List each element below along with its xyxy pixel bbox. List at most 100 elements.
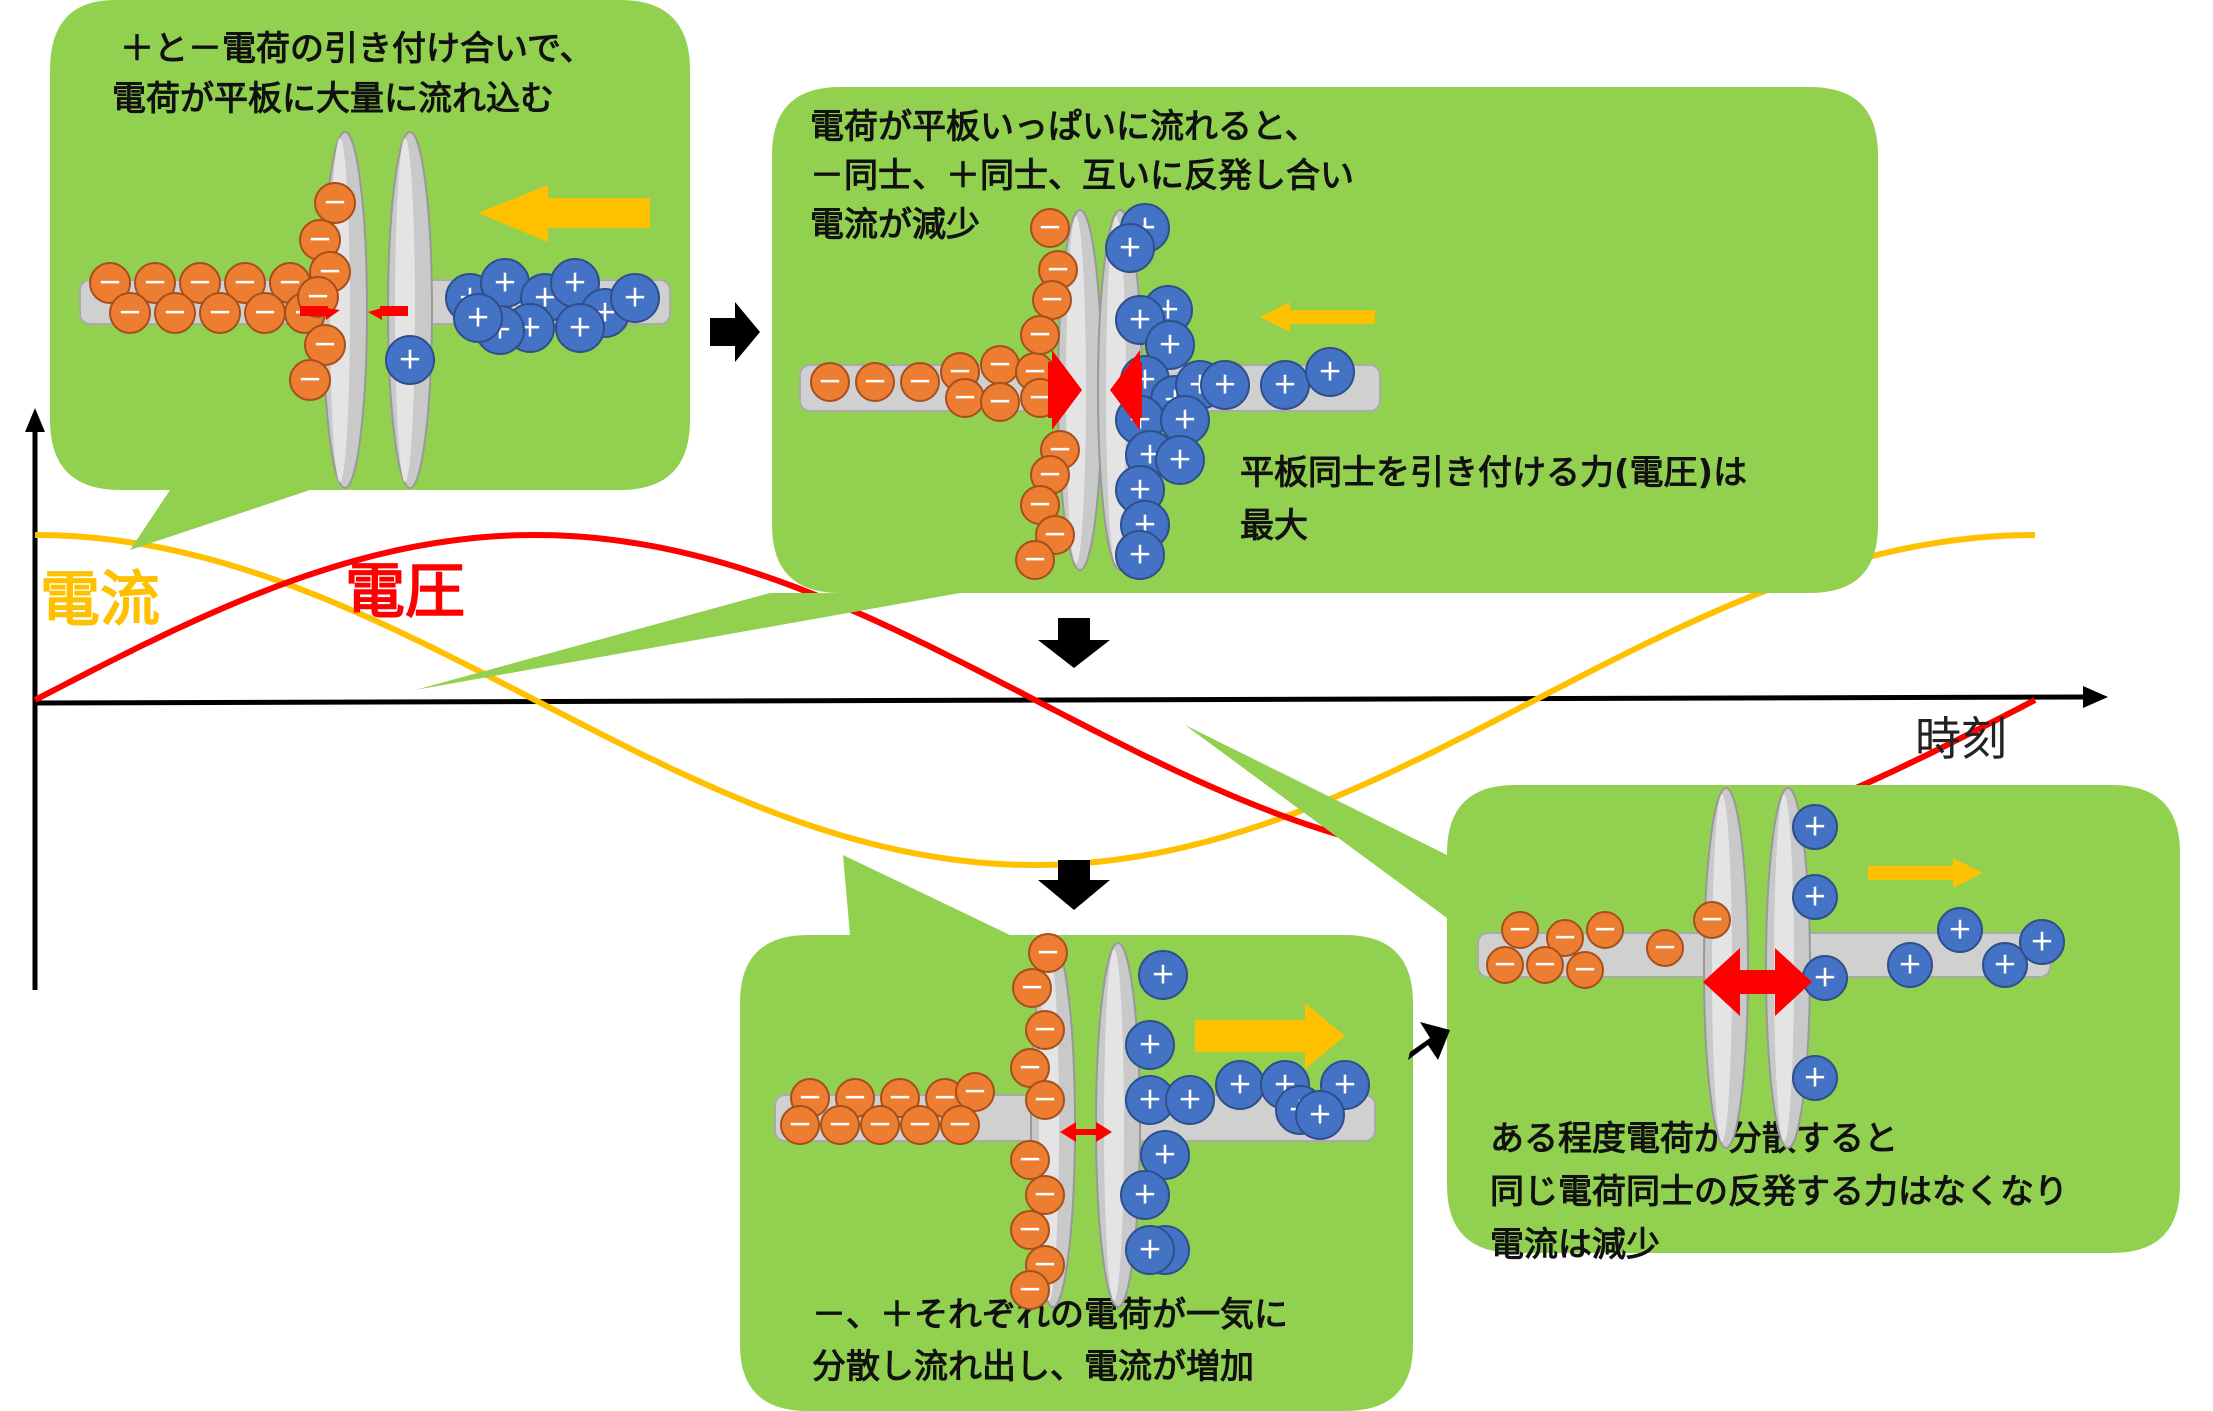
- panel-2-line-2: －同士、＋同士、互いに反発し合い: [810, 156, 1354, 196]
- positive-charge: ＋: [2019, 919, 2065, 965]
- panel-2-attraction-arrows: [1048, 350, 1142, 430]
- negative-charge: －: [1586, 911, 1624, 949]
- negative-charge: －: [1646, 929, 1684, 967]
- panel-3-current-arrow: [1195, 1003, 1345, 1069]
- negative-charge: －: [1020, 315, 1060, 355]
- svg-text:＋: ＋: [1168, 446, 1192, 474]
- svg-text:－: －: [253, 299, 277, 327]
- negative-charge: －: [1025, 1010, 1065, 1050]
- svg-text:＋: ＋: [1118, 234, 1142, 262]
- svg-text:＋: ＋: [1128, 306, 1152, 334]
- svg-text:－: －: [1593, 916, 1617, 944]
- positive-charge: ＋: [1200, 360, 1250, 410]
- panel-1-line-1: ＋と－電荷の引き付け合いで、: [120, 29, 594, 69]
- svg-text:－: －: [1033, 1086, 1057, 1114]
- negative-charge: －: [304, 324, 346, 366]
- svg-text:－: －: [988, 388, 1012, 416]
- positive-charge: ＋: [610, 273, 660, 323]
- positive-charge: ＋: [1802, 955, 1848, 1001]
- svg-text:＋: ＋: [1993, 951, 2017, 979]
- negative-charge: －: [1015, 540, 1055, 580]
- panel-1: ＋と－電荷の引き付け合いで、 電荷が平板に大量に流れ込む －－－－－－－－－－－…: [50, 0, 690, 550]
- panel-4-charges: －－－－－－－－＋＋＋＋＋＋＋＋: [1486, 804, 2065, 1101]
- svg-text:－: －: [1028, 321, 1052, 349]
- negative-charge: －: [810, 362, 850, 402]
- panel-2: 電荷が平板いっぱいに流れると、 －同士、＋同士、互いに反発し合い 電流が減少 平…: [415, 87, 1878, 690]
- negative-charge: －: [900, 1105, 940, 1145]
- negative-charge: －: [289, 359, 331, 401]
- svg-text:－: －: [1533, 951, 1557, 979]
- positive-charge: ＋: [1295, 1090, 1345, 1140]
- positive-charge: ＋: [555, 303, 605, 353]
- negative-charge: －: [1546, 919, 1584, 957]
- svg-text:＋: ＋: [493, 269, 517, 297]
- negative-charge: －: [820, 1105, 860, 1145]
- svg-text:＋: ＋: [1173, 406, 1197, 434]
- svg-text:＋: ＋: [1133, 1181, 1157, 1209]
- negative-charge: －: [224, 262, 266, 304]
- negative-charge: －: [1020, 485, 1060, 525]
- negative-charge: －: [244, 292, 286, 334]
- svg-text:－: －: [1023, 546, 1047, 574]
- positive-charge: ＋: [1125, 1225, 1175, 1275]
- panel-3-double-arrow: [1060, 1122, 1112, 1142]
- negative-charge: －: [860, 1105, 900, 1145]
- svg-text:－: －: [118, 299, 142, 327]
- panel-3-charges: －－－－－－－－－－－－－－－－－－－－＋＋＋＋＋＋＋＋＋＋＋＋＋: [780, 933, 1370, 1310]
- svg-text:＋: ＋: [1138, 1236, 1162, 1264]
- svg-text:＋: ＋: [1151, 961, 1175, 989]
- svg-text:＋: ＋: [1228, 1071, 1252, 1099]
- positive-charge: ＋: [1260, 360, 1310, 410]
- negative-charge: －: [1030, 208, 1070, 248]
- negative-charge: －: [1486, 946, 1524, 984]
- negative-charge: －: [1025, 1175, 1065, 1215]
- svg-text:－: －: [1038, 214, 1062, 242]
- time-label: 時刻: [1915, 712, 2007, 766]
- negative-charge: －: [199, 292, 241, 334]
- svg-text:－: －: [233, 269, 257, 297]
- svg-text:－: －: [1033, 1016, 1057, 1044]
- negative-charge: －: [955, 1072, 995, 1112]
- current-label: 電流: [40, 565, 160, 635]
- positive-charge: ＋: [1165, 1075, 1215, 1125]
- panel-4-double-arrow: [1703, 948, 1812, 1016]
- negative-charge: －: [1025, 1080, 1065, 1120]
- svg-text:－: －: [988, 351, 1012, 379]
- svg-text:＋: ＋: [1948, 916, 1972, 944]
- svg-text:－: －: [1018, 1146, 1042, 1174]
- negative-charge: －: [1693, 901, 1731, 939]
- negative-charge: －: [1012, 968, 1052, 1008]
- svg-text:－: －: [1040, 286, 1064, 314]
- svg-text:＋: ＋: [1138, 1031, 1162, 1059]
- svg-text:－: －: [308, 226, 332, 254]
- svg-text:＋: ＋: [1153, 1141, 1177, 1169]
- svg-text:－: －: [868, 1111, 892, 1139]
- svg-text:－: －: [1036, 939, 1060, 967]
- positive-charge: ＋: [480, 258, 530, 308]
- negative-charge: －: [1032, 280, 1072, 320]
- svg-text:－: －: [1018, 1054, 1042, 1082]
- panel-2-note-2: 最大: [1240, 506, 1308, 546]
- svg-text:＋: ＋: [398, 346, 422, 374]
- flow-arrow-down-1: [1038, 618, 1110, 668]
- svg-text:＋: ＋: [623, 284, 647, 312]
- negative-charge: －: [1566, 951, 1604, 989]
- negative-charge: －: [1526, 946, 1564, 984]
- svg-text:＋: ＋: [2030, 928, 2054, 956]
- svg-text:－: －: [1493, 951, 1517, 979]
- negative-charge: －: [314, 182, 356, 224]
- negative-charge: －: [1501, 911, 1539, 949]
- panel-3: －、＋それぞれの電荷が一気に 分散し流れ出し、電流が増加 －－－－－－－－－－－…: [740, 855, 1413, 1411]
- positive-charge: ＋: [1982, 942, 2028, 988]
- svg-text:－: －: [313, 331, 337, 359]
- panel-1-line-2: 電荷が平板に大量に流れ込む: [112, 79, 554, 119]
- positive-charge: ＋: [1937, 907, 1983, 953]
- positive-charge: ＋: [1887, 942, 1933, 988]
- positive-charge: ＋: [1105, 223, 1155, 273]
- svg-text:－: －: [1653, 934, 1677, 962]
- panel-1-bubble: [50, 0, 690, 550]
- svg-text:－: －: [1508, 916, 1532, 944]
- svg-text:－: －: [888, 1084, 912, 1112]
- panel-4-line-3: 電流は減少: [1490, 1225, 1660, 1265]
